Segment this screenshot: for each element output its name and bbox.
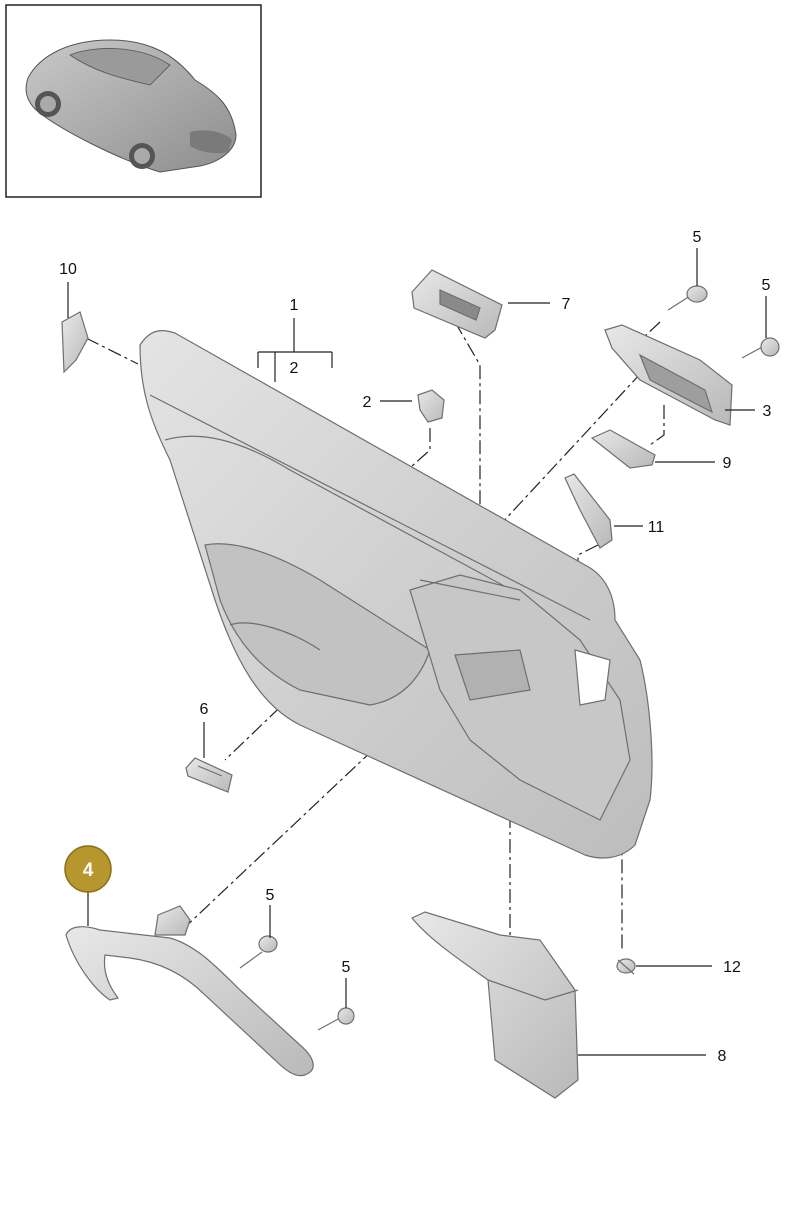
part-4-grab-handle — [65, 905, 314, 1077]
part-12-clip — [616, 958, 636, 975]
callout-3: 3 — [763, 403, 772, 420]
callout-5a: 5 — [693, 229, 702, 246]
callout-11: 11 — [648, 519, 665, 536]
leader-lines — [67, 248, 767, 1056]
vehicle-thumbnail — [5, 4, 262, 198]
callout-2a: 2 — [290, 360, 299, 377]
part-9-trim — [590, 429, 656, 469]
callout-5d: 5 — [342, 959, 351, 976]
part-6-block — [185, 757, 233, 793]
part-5-screw-d — [317, 1007, 355, 1031]
part-3-handle-bracket — [604, 324, 733, 426]
part-8-pocket — [411, 911, 579, 1099]
part-11-trim — [564, 473, 613, 549]
callout-6: 6 — [200, 701, 209, 718]
callout-12: 12 — [723, 959, 741, 976]
part-2-clip — [417, 389, 445, 423]
callout-4-badge — [64, 845, 112, 893]
callout-1: 1 — [290, 297, 299, 314]
part-7-switch-bezel — [411, 269, 503, 339]
callout-5b: 5 — [762, 277, 771, 294]
car-image — [25, 39, 237, 173]
part-5-screw-a — [667, 285, 708, 311]
callouts: 1 2 2 3 4 5 5 5 5 6 7 8 9 10 11 12 — [59, 229, 771, 1065]
part-5-screw-c — [239, 935, 278, 969]
callout-9: 9 — [723, 455, 732, 472]
callout-4: 4 — [83, 860, 94, 881]
part-5-screw-b — [741, 337, 780, 359]
part-10-clip — [61, 311, 89, 374]
callout-8: 8 — [718, 1048, 727, 1065]
callout-5c: 5 — [266, 887, 275, 904]
door-panel — [139, 330, 653, 859]
callout-10: 10 — [59, 261, 77, 278]
callout-7: 7 — [562, 296, 571, 313]
callout-2b: 2 — [363, 394, 372, 411]
